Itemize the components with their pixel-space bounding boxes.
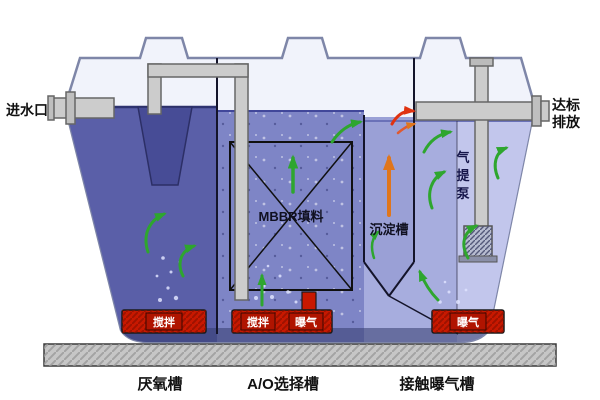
flow-arrow-anaerobic-1	[144, 212, 167, 254]
mixer-aerator-mid-unit: 搅拌 曝气	[231, 291, 333, 334]
airlift-pump-label: 气 提 泵	[456, 150, 470, 201]
flow-arrows	[144, 105, 509, 307]
flow-arrow-aeration-3	[418, 269, 440, 302]
outlet-label: 达标 排放	[552, 97, 581, 130]
aerator-riser	[301, 291, 317, 311]
zone-label-ao: A/O选择槽	[247, 375, 319, 393]
zone-label-anaerobic: 厌氧槽	[137, 375, 182, 393]
mixer-left-unit: 搅拌	[121, 309, 207, 334]
mbbr-label: MBBR填料	[259, 209, 324, 224]
mbbr-box	[229, 141, 353, 291]
ground-base	[43, 343, 557, 367]
flow-arrow-aeration-1	[428, 170, 447, 210]
flow-arrow-anaerobic-2	[178, 244, 197, 278]
svg-text:排放: 排放	[552, 114, 581, 130]
flow-arrow-aeration-2	[462, 224, 479, 260]
mixer-left-label: 搅拌	[153, 315, 175, 329]
settling-hopper-left	[363, 261, 390, 297]
settling-hopper-right	[388, 261, 415, 297]
aeration-mid-label: 曝气	[295, 315, 317, 329]
recirculation-pipe	[147, 63, 249, 301]
settling-label: 沉淀槽	[369, 222, 408, 237]
flow-arrow-aeration-4	[493, 146, 509, 180]
flow-arrow-ao-top	[330, 119, 363, 144]
inlet-baffle	[137, 106, 193, 186]
flow-arrow-aeration-top	[422, 129, 453, 154]
svg-text:泵: 泵	[456, 186, 469, 201]
aerator-right-unit: 曝气	[431, 309, 505, 334]
inlet-pipe	[47, 91, 115, 125]
outlet-pipe	[415, 95, 550, 127]
inlet-label: 进水口	[6, 102, 48, 118]
flow-arrow-outlet-1	[390, 105, 416, 126]
svg-text:气: 气	[456, 150, 469, 165]
svg-text:达标: 达标	[552, 97, 580, 113]
flow-arrow-outlet-2	[396, 122, 417, 135]
svg-text:提: 提	[456, 168, 470, 183]
aeration-right-label: 曝气	[457, 315, 479, 329]
zone-labels: 厌氧槽 A/O选择槽 接触曝气槽	[137, 375, 474, 393]
zone-label-contact-aeration: 接触曝气槽	[399, 375, 474, 393]
flow-arrow-settling-small	[370, 230, 380, 260]
mixer-mid-label: 搅拌	[247, 315, 269, 329]
